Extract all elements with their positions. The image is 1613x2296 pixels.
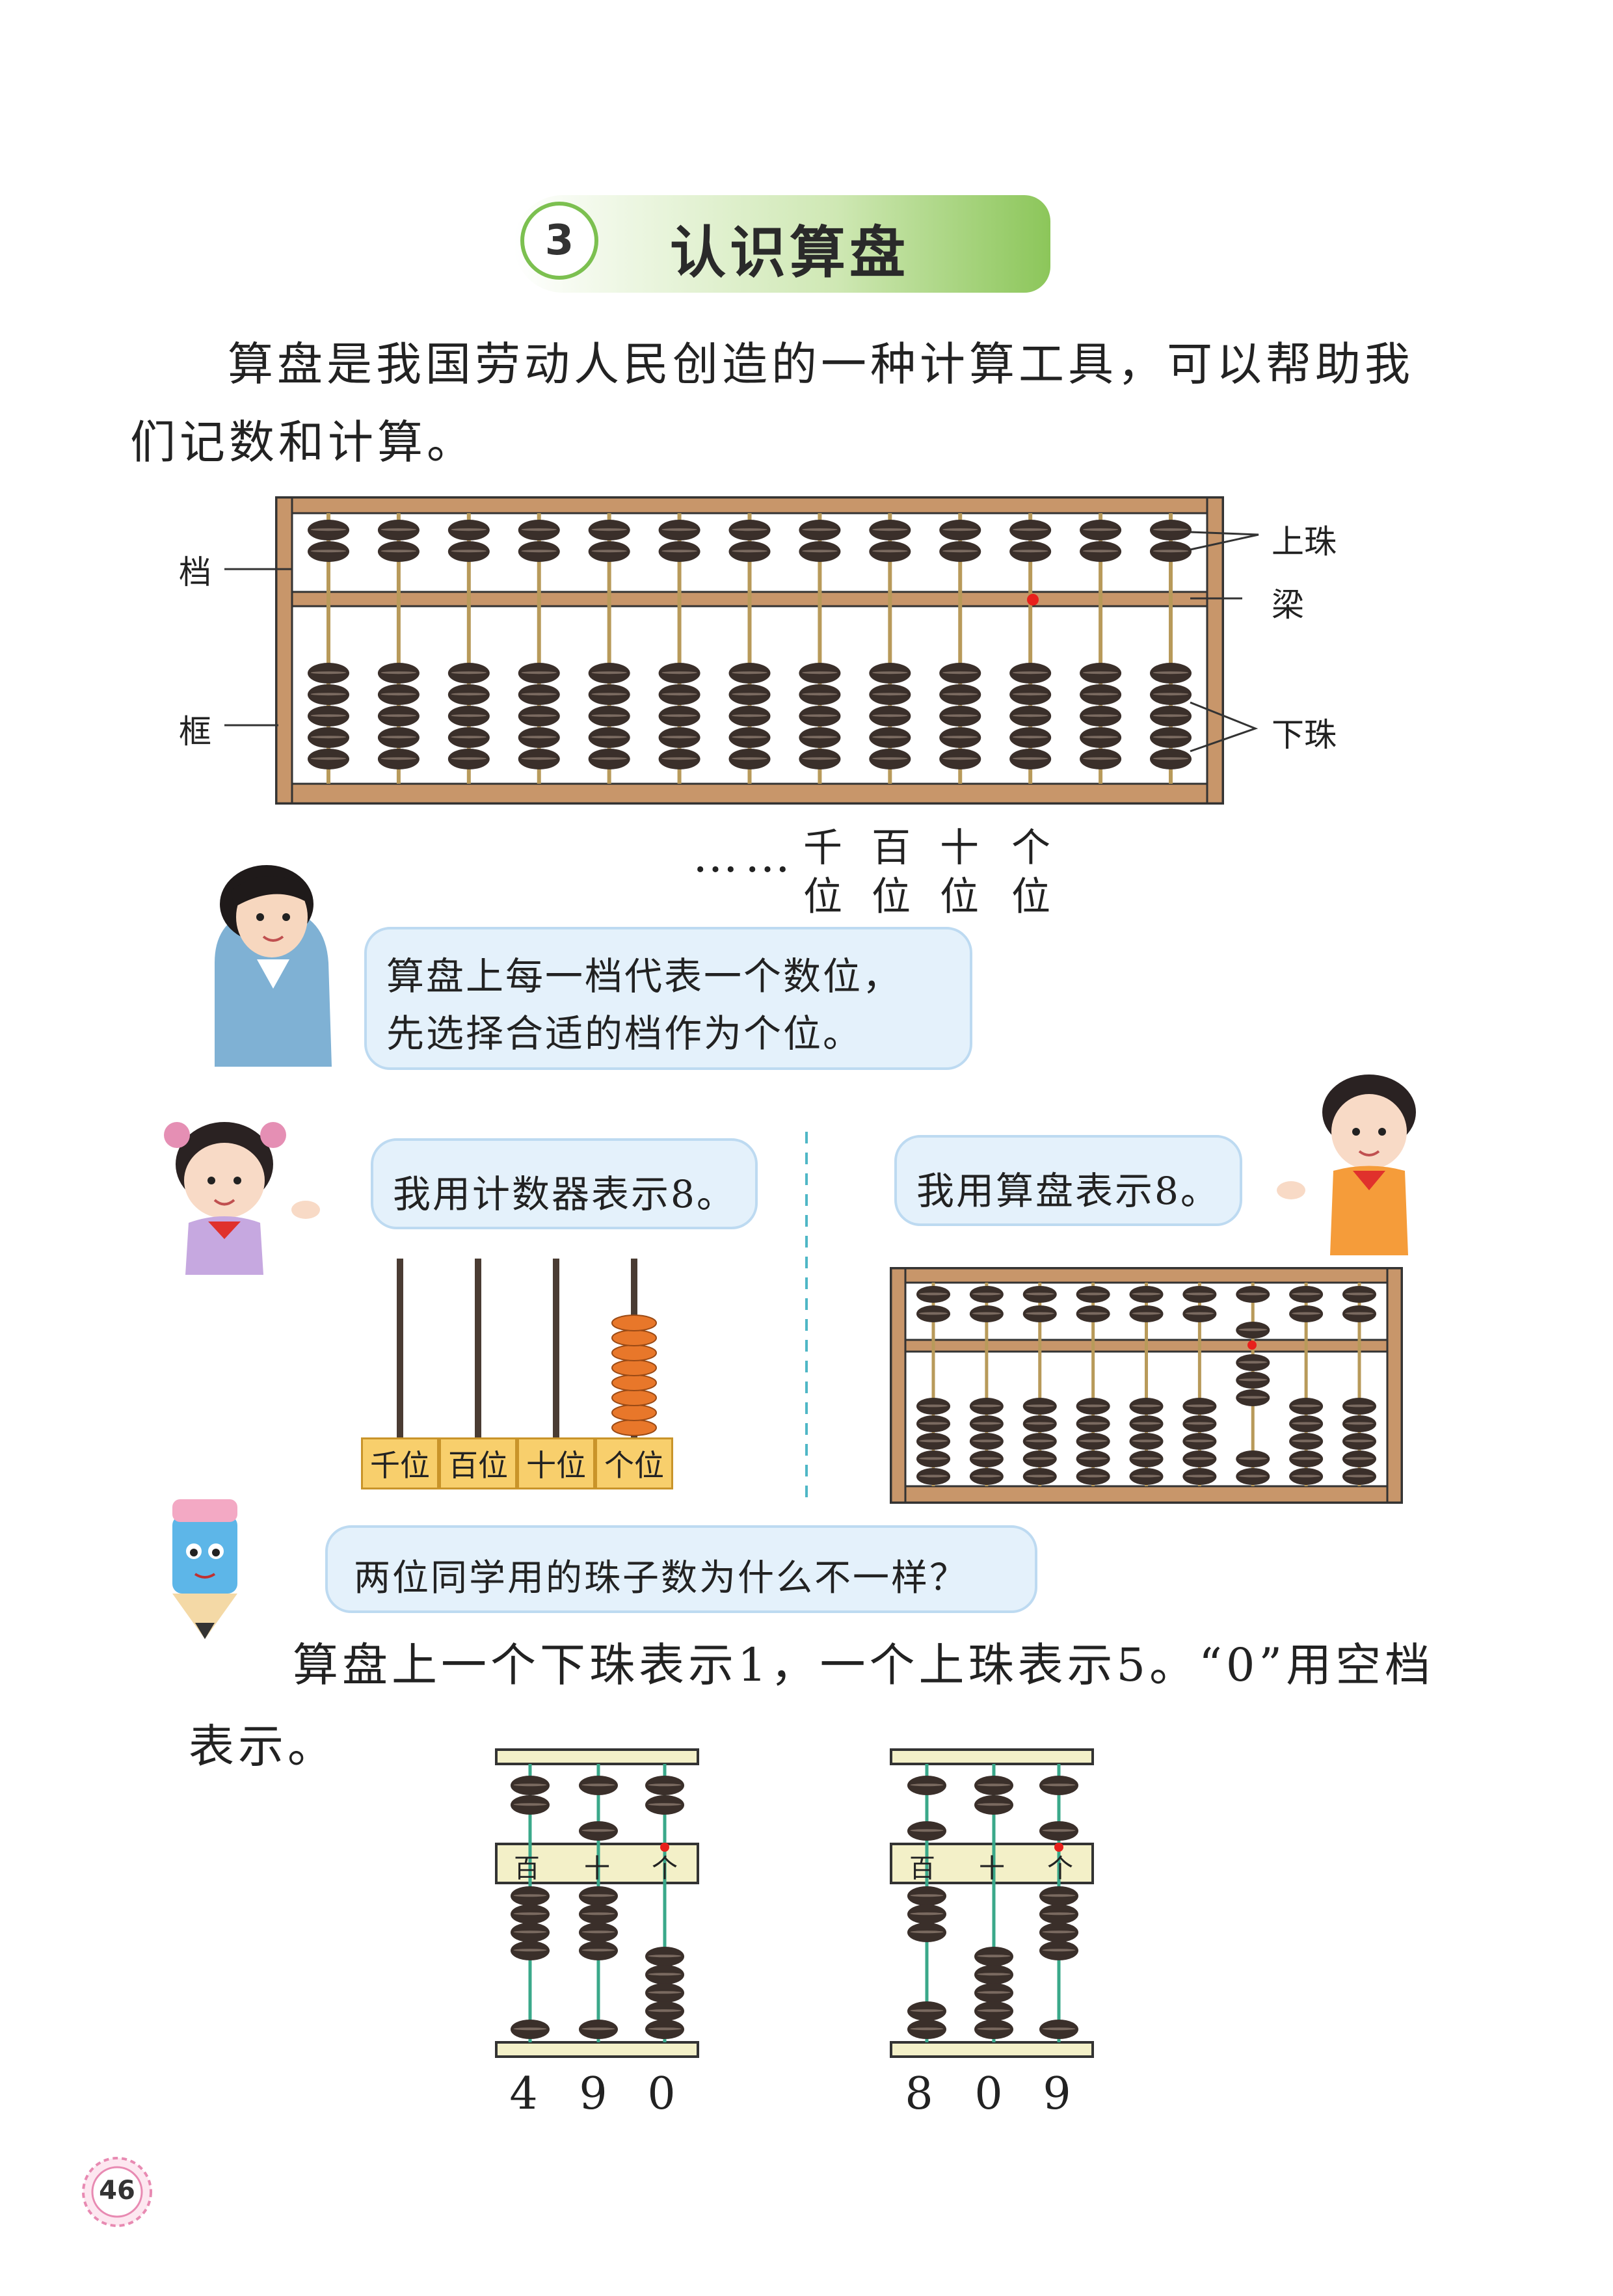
boy-speech-bubble: 我用算盘表示8。 — [894, 1135, 1242, 1226]
teacher-speech-bubble: 算盘上每一档代表一个数位， 先选择合适的档作为个位。 — [364, 927, 972, 1070]
page-number-badge — [82, 2157, 152, 2227]
small-abacus-1-digit-2: 9 — [1043, 2068, 1071, 2120]
label-xiazhu: 下珠 — [1272, 716, 1337, 754]
teacher-speech-line-2: 先选择合适的档作为个位。 — [386, 1011, 863, 1056]
small-abacus-1-place-shi: 十 — [979, 1854, 1005, 1884]
intro-line-2: 们记数和计算。 — [130, 416, 476, 469]
small-abacus-809 — [890, 1748, 1094, 2058]
label-shangzhu: 上珠 — [1272, 523, 1337, 561]
counter-label-qian: 千位 — [361, 1437, 439, 1489]
intro-line-1: 算盘是我国劳动人民创造的一种计算工具，可以帮助我 — [228, 338, 1414, 391]
place-ge: 个 — [1011, 825, 1076, 871]
counter-bead — [611, 1329, 657, 1346]
rule-line-1: 算盘上一个下珠表示1，一个上珠表示5。“0”用空档 — [293, 1638, 1435, 1692]
small-abacus-0-digit-0: 4 — [509, 2068, 538, 2120]
girl-illustration — [164, 1122, 320, 1275]
pencil-speech-bubble: 两位同学用的珠子数为什么不一样？ — [325, 1525, 1037, 1613]
small-abacus-1-digit-0: 8 — [905, 2068, 933, 2120]
section-number: 3 — [520, 202, 598, 280]
small-abacus-0-place-bai: 百 — [514, 1854, 540, 1884]
counter-place-labels: 千位 百位 十位 个位 — [361, 1437, 673, 1489]
counter-bead — [611, 1389, 657, 1406]
girl-speech-bubble: 我用计数器表示8。 — [371, 1138, 758, 1229]
place-wei-3: 位 — [940, 874, 1005, 920]
counter-label-ge: 个位 — [595, 1437, 673, 1489]
place-wei-1: 位 — [803, 874, 868, 920]
label-kuang: 框 — [179, 713, 211, 751]
small-abacus-0-digit-2: 0 — [647, 2068, 676, 2120]
label-dang: 档 — [179, 554, 211, 591]
small-abacus-1-place-bai: 百 — [909, 1854, 935, 1884]
title-banner — [514, 195, 1050, 293]
abacus-eight — [890, 1267, 1403, 1504]
rule-line-2: 表示。 — [189, 1720, 337, 1773]
label-liang: 梁 — [1272, 586, 1304, 624]
place-shi: 十 — [940, 825, 1005, 871]
decimal-dot — [1027, 594, 1039, 606]
boy-illustration — [1277, 1075, 1416, 1255]
small-abacus-490 — [495, 1748, 699, 2058]
counter-bead — [611, 1374, 657, 1391]
teacher-speech-line-1: 算盘上每一档代表一个数位， — [386, 954, 903, 998]
page-title: 认识算盘 — [670, 220, 909, 286]
place-wei-4: 位 — [1011, 874, 1076, 920]
counter-bead — [611, 1315, 657, 1331]
counter-bead — [611, 1344, 657, 1361]
place-qian: 千 — [803, 825, 868, 871]
counter-bead — [611, 1404, 657, 1421]
teacher-illustration — [215, 865, 332, 1067]
small-abacus-0-digit-1: 9 — [579, 2068, 607, 2120]
place-wei-2: 位 — [872, 874, 937, 920]
counter-bead — [611, 1359, 657, 1376]
counter-illustration — [397, 1259, 657, 1437]
small-abacus-0-place-ge: 个 — [652, 1854, 678, 1884]
small-abacus-1-place-ge: 个 — [1047, 1854, 1073, 1884]
counter-bead — [611, 1419, 657, 1436]
place-bai: 百 — [872, 825, 937, 871]
page-number: 46 — [99, 2176, 135, 2206]
counter-label-bai: 百位 — [439, 1437, 517, 1489]
pencil-mascot — [172, 1499, 237, 1639]
small-abacus-1-digit-1: 0 — [974, 2068, 1003, 2120]
small-abacus-0-place-shi: 十 — [584, 1854, 610, 1884]
ellipsis: …… — [693, 829, 797, 883]
counter-label-shi: 十位 — [517, 1437, 595, 1489]
main-abacus — [224, 496, 1259, 805]
